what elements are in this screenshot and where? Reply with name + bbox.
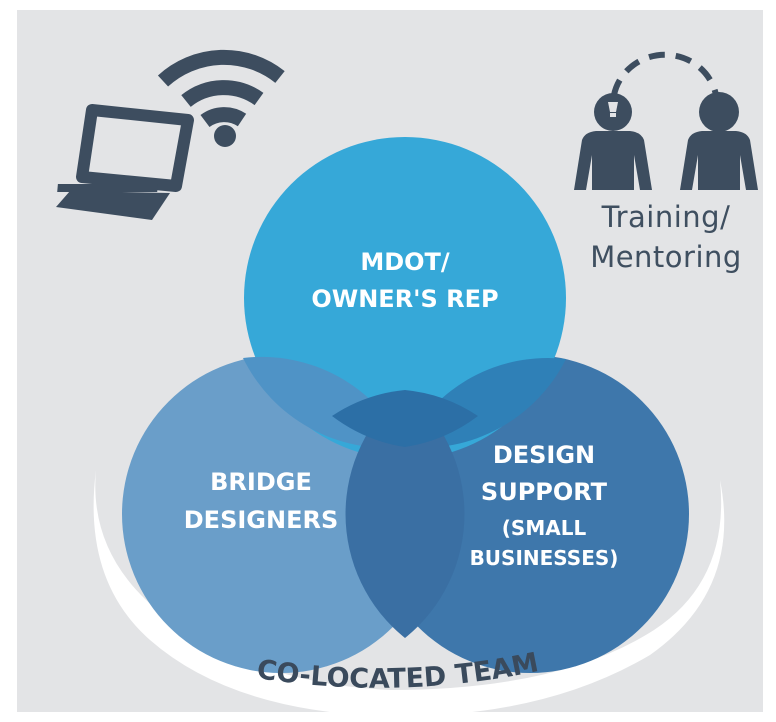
wifi-dot-icon bbox=[214, 125, 236, 147]
design-support-label-line4: BUSINESSES) bbox=[470, 546, 619, 570]
laptop-icon bbox=[56, 104, 194, 220]
people-mentoring-icon bbox=[574, 51, 758, 190]
training-label-line2: Mentoring bbox=[590, 240, 742, 274]
mdot-label-line2: OWNER'S REP bbox=[311, 285, 498, 313]
overlap-region-left-right bbox=[345, 390, 465, 638]
design-support-label-line2: SUPPORT bbox=[481, 478, 608, 506]
bridge-label-line1: BRIDGE bbox=[210, 468, 312, 496]
wifi-icon bbox=[157, 49, 285, 128]
design-support-label-line3: (SMALL bbox=[502, 516, 587, 540]
overlap-region-center bbox=[332, 390, 478, 447]
design-support-label-line1: DESIGN bbox=[493, 441, 595, 469]
bridge-label-line2: DESIGNERS bbox=[184, 506, 338, 534]
mdot-label-line1: MDOT/ bbox=[360, 248, 450, 276]
training-label-line1: Training/ bbox=[601, 200, 731, 234]
